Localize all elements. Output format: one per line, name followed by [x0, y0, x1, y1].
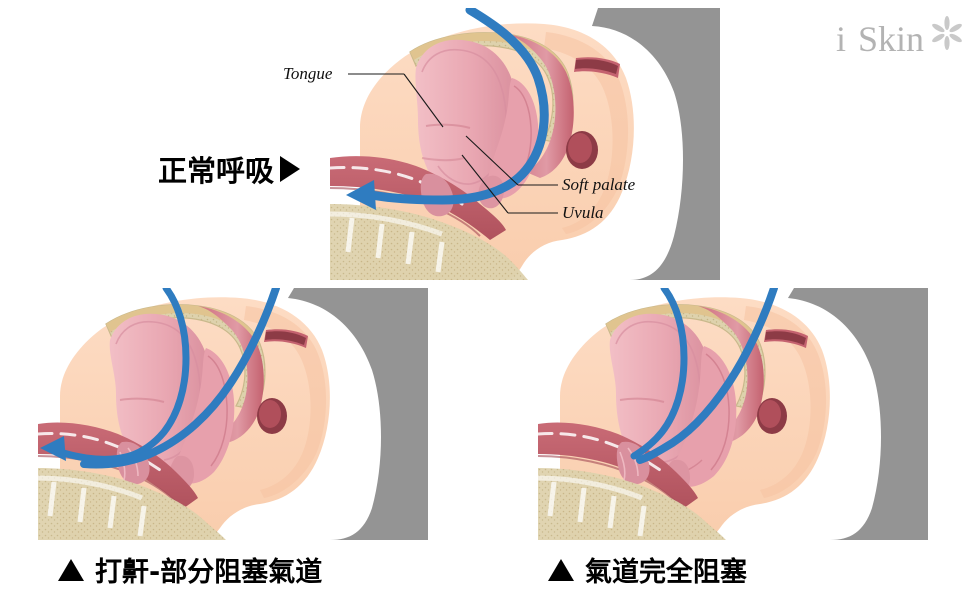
triangle-up-icon	[58, 558, 84, 581]
nasal-cavity	[698, 306, 808, 442]
nasal-cavity	[198, 306, 308, 442]
caption-complete-obstruction: 氣道完全阻塞	[548, 550, 747, 589]
illustration-complete-obstruction	[538, 288, 928, 540]
chin	[330, 204, 528, 280]
caption-partial-text: 打鼾-部分阻塞氣道	[95, 557, 323, 588]
caption-complete-text: 氣道完全阻塞	[585, 557, 747, 588]
nasal-cavity	[506, 34, 620, 178]
caption-partial-obstruction: 打鼾-部分阻塞氣道	[58, 550, 322, 589]
illustration-partial-obstruction	[38, 288, 428, 540]
flower-asterisk-icon	[930, 16, 964, 55]
label-tongue: Tongue	[283, 64, 333, 83]
normal-breathing-label: 正常呼吸	[158, 148, 301, 190]
airflow-arrow-open	[346, 8, 549, 210]
airflow-arrow-blocked	[630, 288, 778, 464]
epiglottis	[420, 173, 454, 217]
chin	[38, 468, 226, 540]
head-silhouette	[592, 8, 720, 280]
brand-logo: i Skin	[835, 16, 964, 59]
head-silhouette	[288, 288, 428, 540]
head-silhouette	[788, 288, 928, 540]
triangle-right-icon	[280, 156, 301, 182]
brand-name-first: i	[835, 19, 846, 59]
airflow-arrow-restricted	[40, 288, 280, 469]
triangle-up-icon	[548, 558, 574, 581]
label-soft-palate: Soft palate	[562, 175, 636, 194]
normal-breathing-text: 正常呼吸	[158, 154, 275, 188]
illustration-normal-breathing	[330, 8, 720, 280]
label-uvula: Uvula	[562, 203, 604, 222]
brand-name-second: Skin	[857, 19, 924, 59]
chin	[538, 468, 726, 540]
